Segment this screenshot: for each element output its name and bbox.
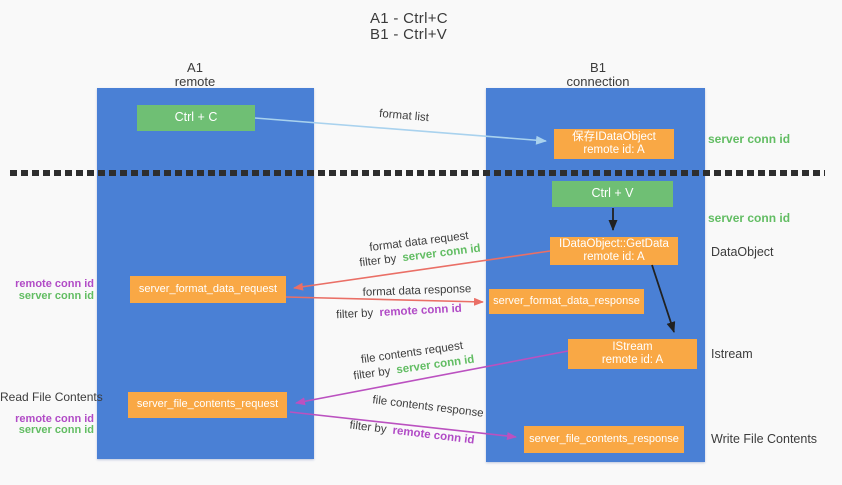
lane-b1-name: B1 <box>590 60 606 75</box>
lane-b1-subtitle: connection <box>566 74 630 89</box>
remote-conn-id-text: remote conn id <box>379 302 463 320</box>
server-format-data-request-label: server_format_data_request <box>138 282 278 295</box>
left-remote-conn-id-top: remote conn id <box>15 278 94 290</box>
format-list-text: format list <box>378 107 430 125</box>
format-data-response-text: format data response <box>362 283 472 299</box>
getdata-line1: IDataObject::GetData <box>559 237 669 250</box>
server-file-contents-request-node: server_file_contents_request <box>128 392 287 418</box>
istream-line1: IStream <box>612 340 653 353</box>
lane-a1-subtitle: remote <box>174 74 216 89</box>
ctrl-c-node: Ctrl + C <box>137 105 255 131</box>
right-dataobject-label: DataObject <box>711 245 774 259</box>
right-server-conn-id-mid: server conn id <box>708 211 791 225</box>
save-idataobject-line2: remote id: A <box>583 144 645 156</box>
ctrl-v-node: Ctrl + V <box>552 181 673 207</box>
session-divider-dashed-line <box>10 170 825 176</box>
remote-conn-id-text: remote conn id <box>391 424 476 447</box>
server-file-contents-request-label: server_file_contents_request <box>136 398 279 411</box>
getdata-line2: remote id: A <box>583 251 645 263</box>
filter-by-text: filter by <box>358 252 398 270</box>
file-contents-response-text: file contents response <box>371 394 485 420</box>
ctrl-v-label: Ctrl + V <box>591 186 634 201</box>
left-server-conn-id-top: server conn id <box>18 290 94 302</box>
lane-b1-header: B1 connection <box>567 61 630 89</box>
server-format-data-response-node: server_format_data_response <box>489 289 644 314</box>
left-remote-conn-id-bottom: remote conn id <box>15 413 94 425</box>
format-data-response-label: format data response <box>362 283 471 299</box>
lane-a1-name: A1 <box>187 60 203 75</box>
file-contents-response-label: file contents response <box>372 394 485 420</box>
save-idataobject-line1: 保存IDataObject <box>572 130 656 143</box>
left-read-file-contents-label: Read File Contents <box>0 390 103 404</box>
ctrl-c-label: Ctrl + C <box>174 110 218 125</box>
filter-by-remote-conn-id-label-2: filter by remote conn id <box>349 419 475 446</box>
left-server-conn-id-bottom: server conn id <box>18 424 94 436</box>
server-file-contents-response-label: server_file_contents_response <box>529 432 679 445</box>
title-line-b1: B1 - Ctrl+V <box>370 25 448 43</box>
right-istream-label: Istream <box>711 347 753 361</box>
title-line-a1: A1 - Ctrl+C <box>370 10 448 27</box>
filter-by-text: filter by <box>335 307 374 322</box>
server-file-contents-response-node: server_file_contents_response <box>524 426 684 453</box>
save-idataobject-node: 保存IDataObject remote id: A <box>554 129 674 159</box>
filter-by-text: filter by <box>348 419 388 436</box>
format-list-label: format list <box>379 108 430 124</box>
right-write-file-contents-label: Write File Contents <box>711 432 818 446</box>
right-server-conn-id-top: server conn id <box>708 132 791 146</box>
server-format-data-request-node: server_format_data_request <box>130 276 286 303</box>
istream-node: IStream remote id: A <box>568 339 697 369</box>
filter-by-remote-conn-id-label-1: filter by remote conn id <box>336 303 462 322</box>
lane-a1-header: A1 remote <box>175 61 215 89</box>
idataobject-getdata-node: IDataObject::GetData remote id: A <box>550 237 678 265</box>
diagram-title: A1 - Ctrl+C B1 - Ctrl+V <box>370 11 448 42</box>
istream-line2: remote id: A <box>601 354 664 366</box>
filter-by-text: filter by <box>352 365 392 383</box>
server-format-data-response-label: server_format_data_response <box>493 294 640 307</box>
